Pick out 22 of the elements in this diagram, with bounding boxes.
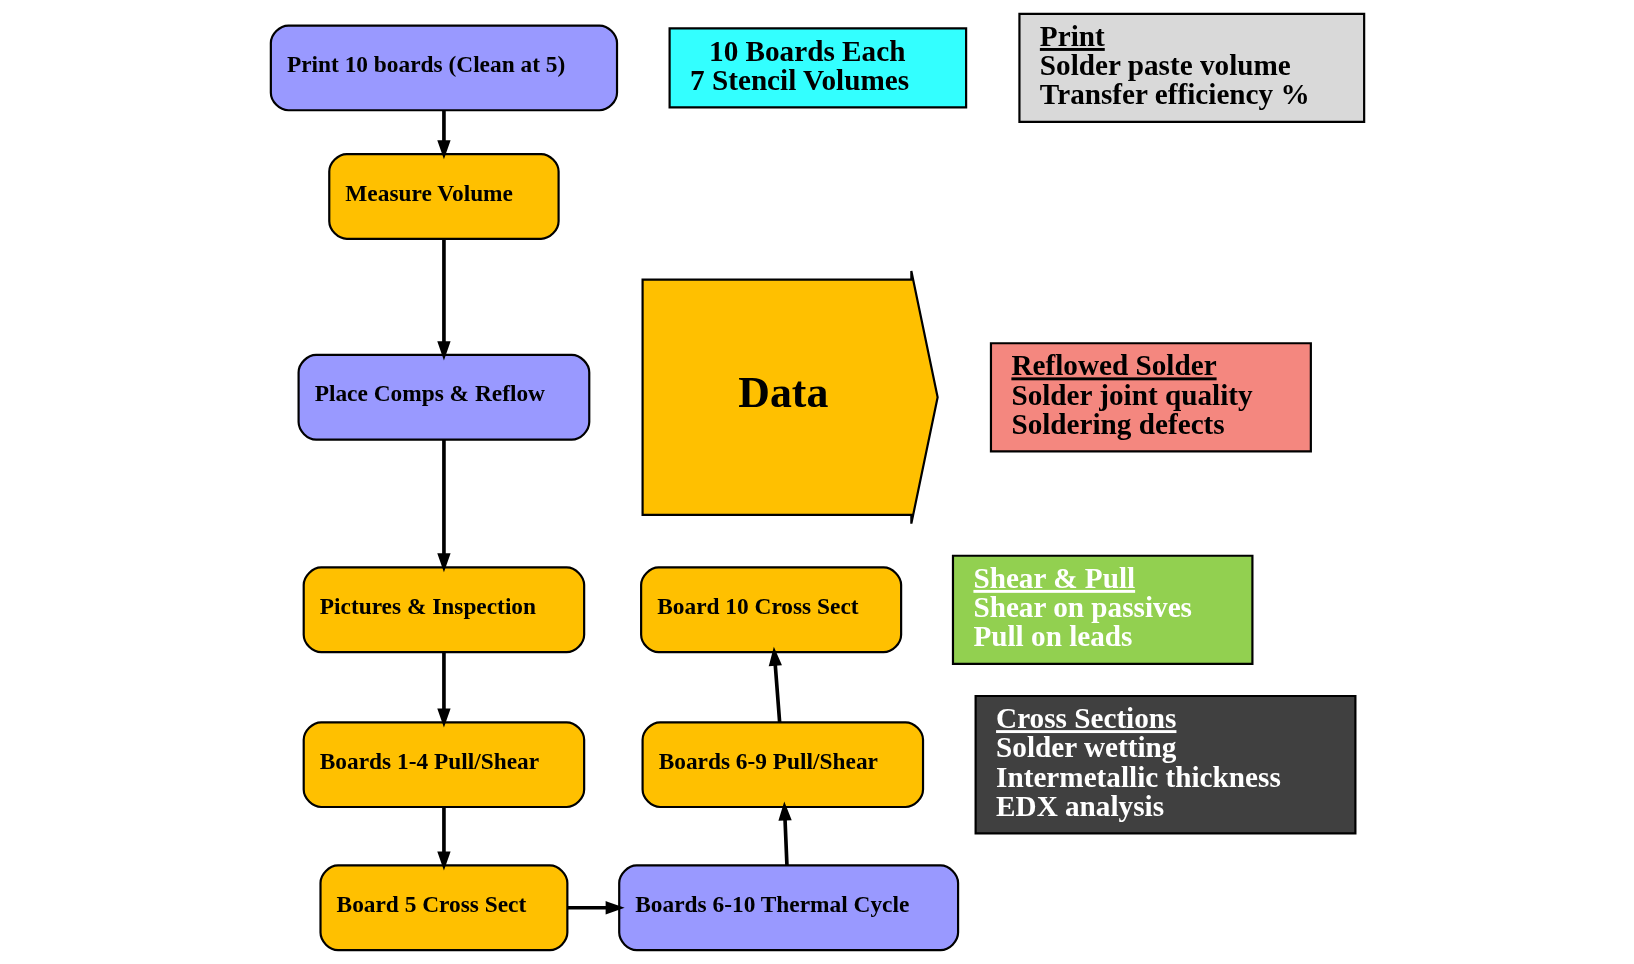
arrow (436, 807, 451, 871)
node-box: Boards 6-9 Pull/Shear (641, 721, 924, 809)
node-box: Board 10 Cross Sect (639, 566, 902, 654)
node-box: Print 10 boards (Clean at 5) (269, 24, 618, 112)
arrow (436, 238, 451, 361)
node-box: Place Comps & Reflow (297, 353, 590, 441)
node-box: Shear & Pull Shear on passives Pull on leads (951, 554, 1253, 665)
arrow (436, 110, 451, 160)
node-box: Board 5 Cross Sect (318, 864, 568, 952)
node-box: Print Solder paste volume Transfer efficiency % (1017, 12, 1365, 124)
arrow (768, 646, 782, 723)
arrow (436, 439, 451, 573)
arrow (777, 801, 792, 866)
arrow (436, 652, 451, 728)
node-box: Boards 1-4 Pull/Shear (302, 721, 585, 809)
node-box: Pictures & Inspection (302, 566, 585, 654)
node-box: Measure Volume (327, 153, 560, 240)
node-box: Cross Sections Solder wetting Intermetallic thickness EDX analysis (974, 694, 1356, 835)
node-box: Boards 6-10 Thermal Cycle (617, 864, 959, 952)
arrow (567, 901, 625, 915)
node-box: 10 Boards Each 7 Stencil Volumes (668, 27, 967, 109)
node-box: Reflowed Solder Solder joint quality Soldering defects (989, 342, 1312, 453)
